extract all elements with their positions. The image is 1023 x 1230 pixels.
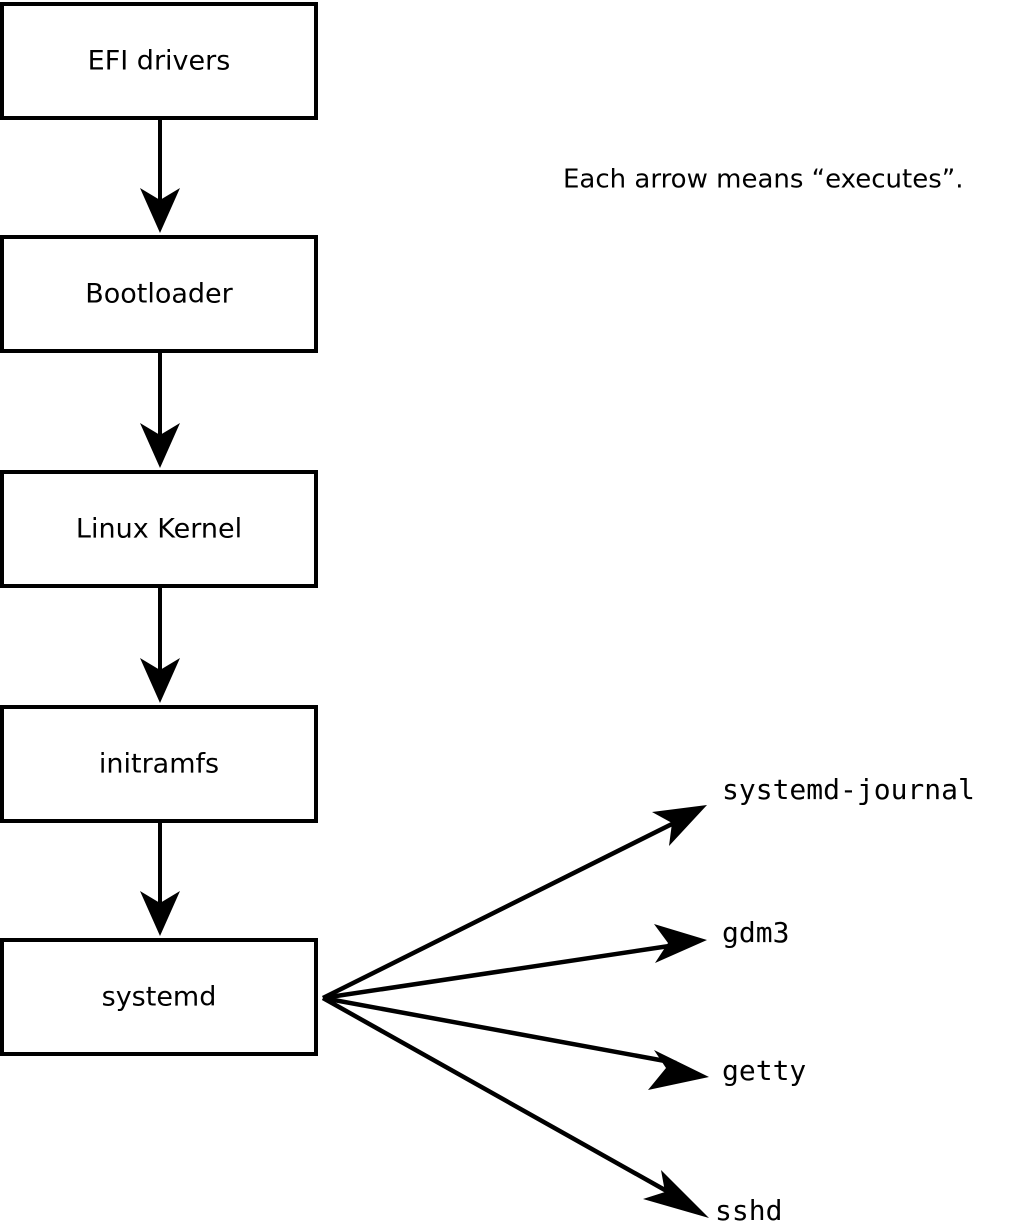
- arrow-bootloader-to-kernel: [140, 353, 180, 468]
- arrow-head-icon: [140, 188, 180, 233]
- arrow-efi-to-bootloader: [140, 118, 180, 233]
- arrow-systemd-to-systemd-journal: [321, 805, 707, 1001]
- node-efi-drivers[interactable]: EFI drivers: [0, 2, 318, 120]
- node-label: Linux Kernel: [76, 514, 242, 545]
- arrow-systemd-to-gdm3: [322, 924, 707, 1001]
- service-label-systemd-journal[interactable]: systemd-journal: [722, 773, 975, 806]
- node-label: Bootloader: [85, 279, 233, 310]
- node-label: EFI drivers: [88, 46, 231, 77]
- service-labels-group: systemd-journal gdm3 getty sshd: [715, 773, 975, 1227]
- node-box: [0, 938, 318, 1056]
- service-label-gdm3[interactable]: gdm3: [722, 916, 789, 949]
- node-linux-kernel[interactable]: Linux Kernel: [0, 470, 318, 588]
- arrow-head-icon: [654, 924, 707, 963]
- node-box: [0, 235, 318, 353]
- service-label-getty[interactable]: getty: [722, 1054, 806, 1087]
- arrow-head-icon: [140, 891, 180, 936]
- arrow-head-icon: [140, 658, 180, 703]
- node-box: [0, 470, 318, 588]
- arrow-kernel-to-initramfs: [140, 588, 180, 703]
- arrow-head-icon: [140, 423, 180, 468]
- arrow-initramfs-to-systemd: [140, 821, 180, 936]
- boot-chain-group: EFI drivers Bootloader Linux Kernel init…: [0, 2, 318, 1056]
- diagram-caption: Each arrow means “executes”.: [563, 165, 964, 195]
- arrow-head-icon: [643, 1170, 709, 1218]
- service-arrows-group: [321, 805, 709, 1218]
- node-systemd[interactable]: systemd: [0, 938, 318, 1056]
- node-initramfs[interactable]: initramfs: [0, 705, 318, 823]
- arrow-head-icon: [652, 805, 707, 846]
- vertical-arrows-group: [140, 118, 180, 936]
- arrow-head-icon: [648, 1050, 709, 1090]
- arrow-systemd-to-getty: [322, 995, 709, 1090]
- arrow-systemd-to-sshd: [321, 996, 709, 1218]
- node-bootloader[interactable]: Bootloader: [0, 235, 318, 353]
- node-box: [0, 2, 318, 120]
- service-label-sshd[interactable]: sshd: [715, 1194, 782, 1227]
- node-label: initramfs: [99, 749, 219, 780]
- node-label: systemd: [102, 982, 217, 1013]
